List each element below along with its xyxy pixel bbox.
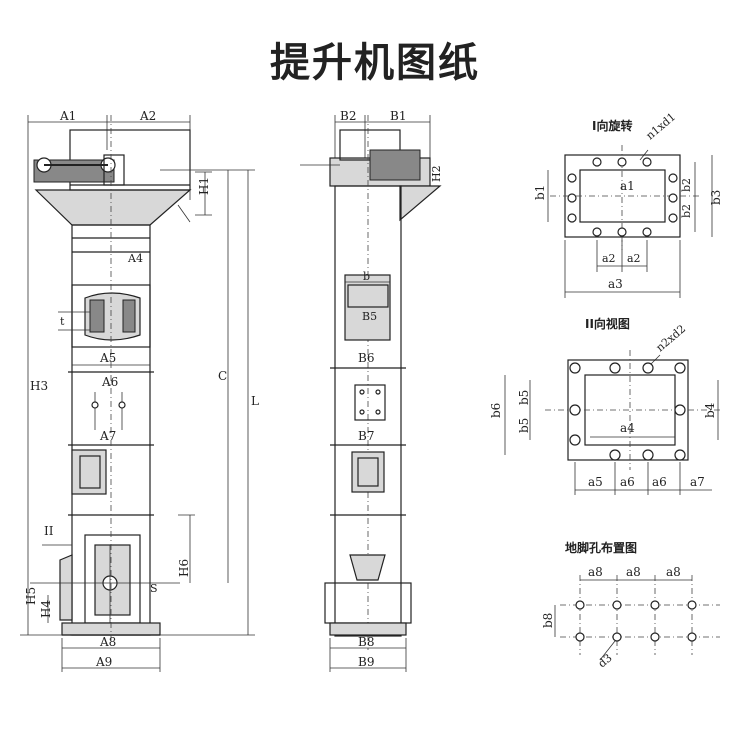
dim-a6-left: a6 <box>620 475 635 489</box>
view-I: I向旋转 n1xd1 a1 b1 b2 b2 b3 <box>533 110 723 298</box>
front-view: A1 A2 H1 A4 t A5 A6 <box>20 109 259 672</box>
view-foundation: 地脚孔布置图 a8 a8 a8 b8 d3 <box>541 540 720 670</box>
label-n2xd2: n2xd2 <box>654 322 689 354</box>
dim-H6: H6 <box>177 559 191 577</box>
dim-A7: A7 <box>99 429 116 443</box>
dim-a7: a7 <box>690 475 705 489</box>
dim-S: S <box>150 582 158 595</box>
label-n1xd1: n1xd1 <box>644 110 679 142</box>
dim-A2: A2 <box>139 109 156 123</box>
dim-L: L <box>251 394 259 408</box>
dim-b3: b3 <box>709 190 723 205</box>
view-II-holes <box>569 362 686 461</box>
dim-A9: A9 <box>95 655 112 669</box>
dim-A1: A1 <box>59 109 76 123</box>
dim-H: H3 <box>30 379 48 393</box>
view-II-heading: II向视图 <box>585 316 630 331</box>
dim-b1: b1 <box>533 185 547 200</box>
dim-H2: H2 <box>430 165 443 182</box>
dim-b5-top: b5 <box>517 390 531 405</box>
dim-a8-1: a8 <box>588 565 603 579</box>
view-foundation-heading: 地脚孔布置图 <box>565 540 637 555</box>
dim-b: b <box>363 270 370 283</box>
dim-A6: A6 <box>101 375 118 389</box>
dim-C: C <box>218 369 227 383</box>
dim-B6: B6 <box>358 351 374 365</box>
dim-b2-top: b2 <box>680 178 693 192</box>
dim-a2-left: a2 <box>602 252 616 265</box>
dim-a6-right: a6 <box>652 475 667 489</box>
dim-B5: B5 <box>362 310 377 323</box>
dim-a2-right: a2 <box>627 252 641 265</box>
dim-b2-bottom: b2 <box>680 204 693 218</box>
dim-B2: B2 <box>340 109 356 123</box>
dim-d3: d3 <box>596 651 615 670</box>
dim-A5: A5 <box>99 351 116 365</box>
dim-H5: H5 <box>24 587 38 605</box>
dim-B7: B7 <box>358 429 374 443</box>
dim-a8-3: a8 <box>666 565 681 579</box>
view-II: II向视图 n2xd2 a4 b6 b5 b5 b4 <box>489 316 720 495</box>
dim-b5-bottom: b5 <box>517 418 531 433</box>
foundation-holes <box>575 600 697 642</box>
page-title: 提升机图纸 <box>270 40 480 86</box>
dim-B1: B1 <box>390 109 406 123</box>
dim-b4: b4 <box>703 402 717 418</box>
view-I-holes <box>567 157 678 237</box>
dim-A4: A4 <box>127 252 143 265</box>
dim-a5: a5 <box>588 475 603 489</box>
dim-B9: B9 <box>358 655 374 669</box>
dim-H4: H4 <box>39 600 53 618</box>
dim-b8: b8 <box>541 613 555 628</box>
view-I-heading: I向旋转 <box>592 118 632 133</box>
dim-a8-2: a8 <box>626 565 641 579</box>
dim-a1: a1 <box>620 179 635 193</box>
dim-B8: B8 <box>358 635 374 649</box>
dim-b6: b6 <box>489 403 503 418</box>
dim-A8: A8 <box>99 635 116 649</box>
label-II: II <box>44 524 54 538</box>
side-view: B2 B1 H2 b B5 B6 B7 <box>300 109 443 672</box>
dim-H1: H1 <box>197 177 211 195</box>
dim-a4: a4 <box>620 421 635 435</box>
dim-t: t <box>60 315 65 328</box>
dim-a3: a3 <box>608 277 623 291</box>
